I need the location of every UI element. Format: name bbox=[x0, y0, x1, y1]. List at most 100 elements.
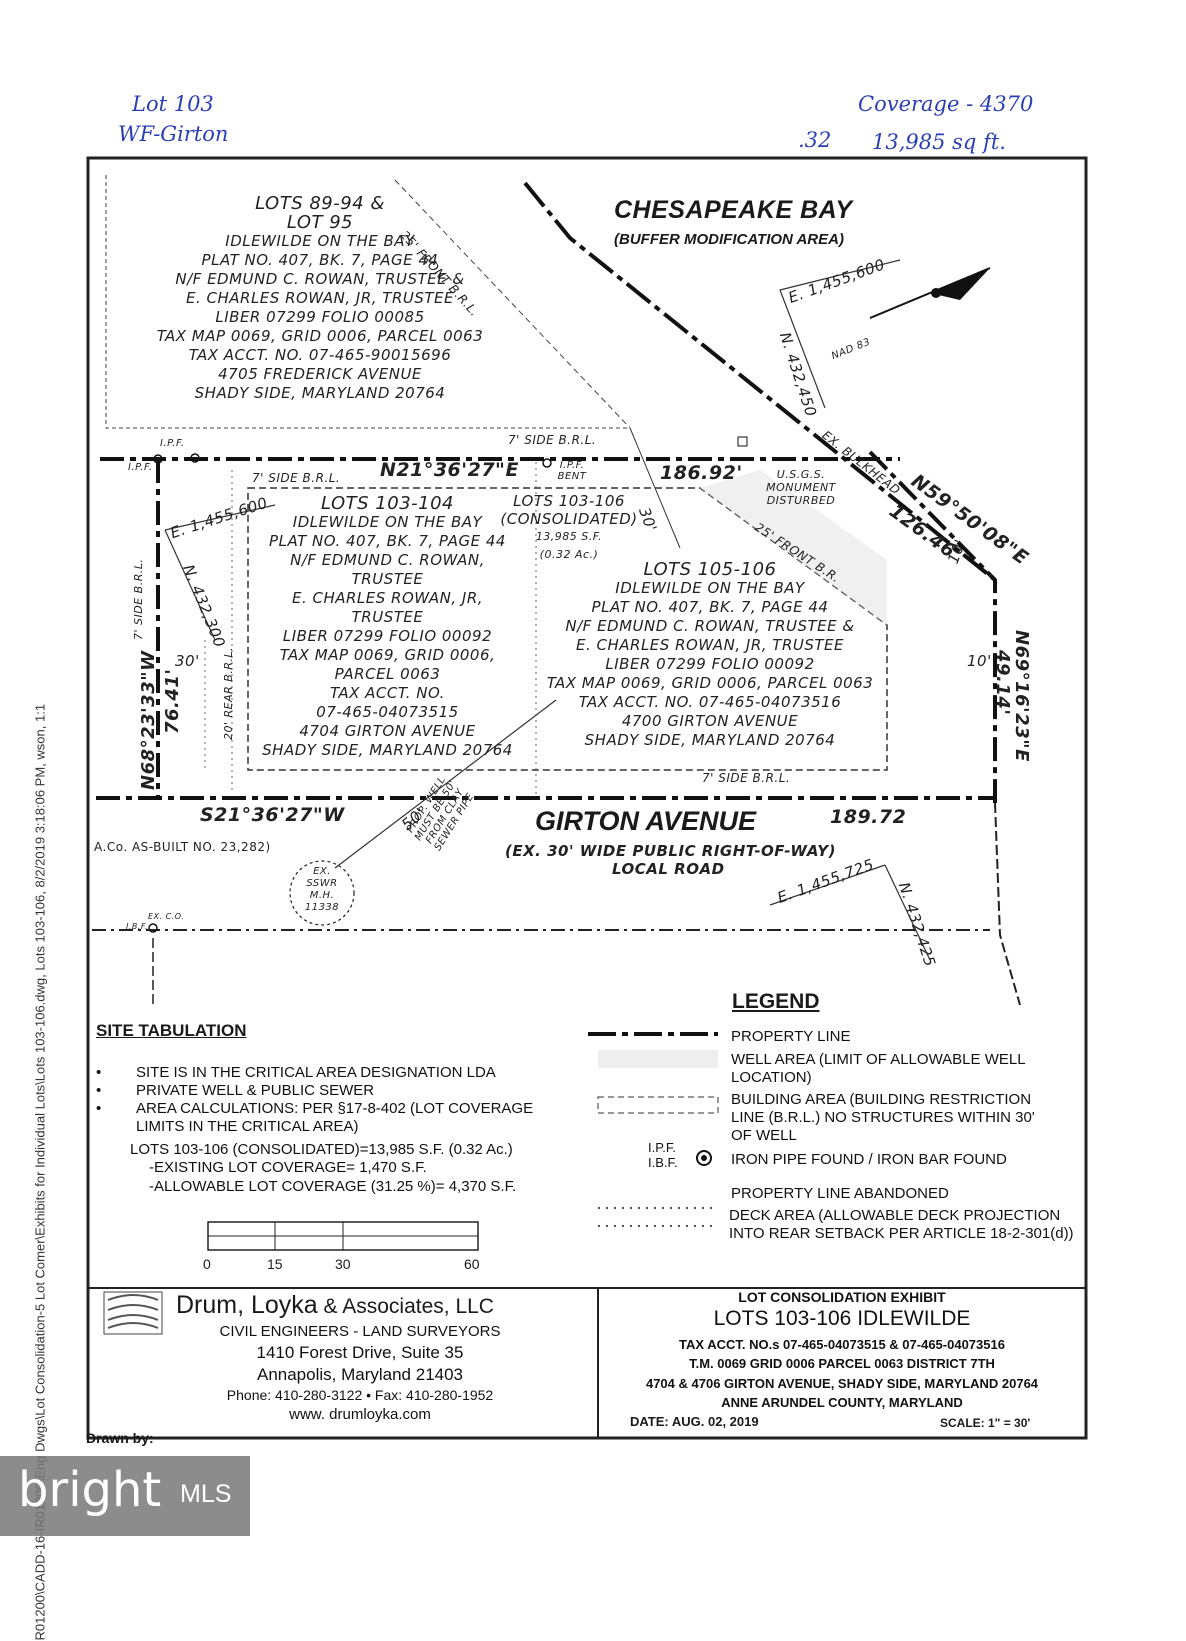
bay-title: CHESAPEAKE BAY bbox=[614, 196, 853, 224]
firm-address-2: Annapolis, Maryland 21403 bbox=[256, 1365, 464, 1384]
firm-name: Drum, Loyka & Associates, LLC bbox=[176, 1291, 494, 1319]
legend-title: LEGEND bbox=[732, 990, 820, 1013]
legend-ipf-symbol bbox=[696, 1150, 712, 1166]
usgs-marker bbox=[737, 436, 748, 447]
well-radius-line bbox=[334, 699, 557, 869]
legend-ipf-ibf-label: I.P.F. I.B.F. bbox=[648, 1140, 678, 1170]
dim-30-leader bbox=[629, 427, 681, 549]
bright-mls-watermark: bright MLS bbox=[0, 1456, 250, 1536]
ipf-label-1: I.P.F. bbox=[160, 438, 185, 449]
lots-89-95-label: LOTS 89-94 & LOT 95 IDLEWILDE ON THE BAY… bbox=[156, 193, 484, 402]
drawn-by-label: Drawn by: bbox=[86, 1430, 154, 1446]
watermark-bright: bright bbox=[18, 1462, 162, 1518]
lots-103-104-label: LOTS 103-104 IDLEWILDE ON THE BAY PLAT N… bbox=[262, 493, 513, 759]
watermark-mls: MLS bbox=[180, 1480, 232, 1508]
ipf-marker-1 bbox=[153, 454, 163, 464]
title-block-tax-acct: TAX ACCT. NO.s 07-465-04073515 & 07-465-… bbox=[679, 1337, 1005, 1352]
girton-avenue-road-type: LOCAL ROAD bbox=[612, 860, 725, 878]
firm-website: www. drumloyka.com bbox=[289, 1406, 431, 1423]
handwritten-area-note: 13,985 sq ft. bbox=[872, 130, 1006, 154]
south-bearing: S21°36'27"W bbox=[200, 804, 345, 826]
firm-address-1: 1410 Forest Drive, Suite 35 bbox=[256, 1343, 464, 1362]
lots-89-95-boundary bbox=[105, 175, 630, 429]
girton-avenue-title: GIRTON AVENUE bbox=[535, 806, 757, 836]
bulkhead-line bbox=[523, 181, 997, 582]
handwritten-lot-note: Lot 103 bbox=[132, 92, 214, 116]
sswr-label: EX. SSWR M.H. 11338 bbox=[304, 866, 340, 913]
side-brl-lot-label: 7' SIDE B.R.L. bbox=[252, 471, 341, 485]
dim-30-left: 30' bbox=[175, 652, 200, 670]
handwritten-girton-note: WF-Girton bbox=[118, 122, 229, 146]
firm-phone: Phone: 410-280-3122 • Fax: 410-280-1952 bbox=[226, 1387, 494, 1403]
scale-label-15: 15 bbox=[267, 1256, 283, 1272]
ipf-label-2: I.P.F. bbox=[128, 462, 153, 473]
title-block-map: T.M. 0069 GRID 0006 PARCEL 0063 DISTRICT… bbox=[689, 1356, 995, 1371]
west-distance: 76.41' bbox=[162, 668, 183, 734]
grid-e-top-line bbox=[779, 259, 901, 291]
ipf-marker-2 bbox=[190, 453, 200, 463]
dim-10-b: 10' bbox=[967, 652, 992, 670]
legend-ipf-dot bbox=[701, 1155, 707, 1161]
plat-drawing bbox=[86, 156, 1088, 1440]
sheet-border bbox=[86, 156, 1088, 1440]
road-east-edge bbox=[994, 802, 1021, 1006]
legend-property-line: PROPERTY LINE bbox=[731, 1028, 851, 1045]
east-distance: 49.14' bbox=[992, 650, 1013, 716]
east-bearing: N69°16'23"E bbox=[1011, 630, 1032, 762]
site-tabulation-bullets: •SITE IS IN THE CRITICAL AREA DESIGNATIO… bbox=[96, 1064, 534, 1135]
grid-n-left-line bbox=[164, 529, 216, 641]
ipf-bent-label: I.P.F. BENT bbox=[557, 460, 587, 482]
west-bearing: N68°23'33"W bbox=[138, 650, 159, 790]
grid-e-bottom-line bbox=[769, 864, 886, 906]
usgs-monument-label: U.S.G.S. MONUMENT DISTURBED bbox=[766, 468, 836, 507]
rear-brl-label: 20' REAR B.R.L. bbox=[222, 646, 235, 740]
grid-e-left-line bbox=[164, 504, 276, 531]
legend-building-area-symbol bbox=[597, 1096, 719, 1114]
north-bearing: N21°36'27"E bbox=[380, 459, 519, 481]
north-arrow-dot bbox=[931, 288, 941, 298]
south-distance: 189.72 bbox=[830, 806, 907, 828]
legend-building-area: BUILDING AREA (BUILDING RESTRICTION LINE… bbox=[731, 1091, 1035, 1144]
legend-iron-pipe: IRON PIPE FOUND / IRON BAR FOUND bbox=[731, 1151, 1007, 1168]
ibf-label: I.B.F. bbox=[126, 922, 149, 931]
east-property-line bbox=[868, 450, 997, 803]
handwritten-acre-note: .32 bbox=[798, 128, 832, 152]
title-block-title: LOTS 103-106 IDLEWILDE bbox=[713, 1307, 971, 1330]
handwritten-coverage-note: Coverage - 4370 bbox=[858, 92, 1034, 116]
grid-n-bottom-line bbox=[884, 864, 931, 961]
title-block-head: LOT CONSOLIDATION EXHIBIT bbox=[738, 1289, 946, 1305]
side-brl-top-label: 7' SIDE B.R.L. bbox=[508, 433, 597, 447]
scale-label-30: 30 bbox=[335, 1256, 351, 1272]
ex-co-label: EX. C.O. bbox=[148, 912, 185, 921]
title-block-date: DATE: AUG. 02, 2019 bbox=[630, 1414, 759, 1429]
building-area-outline bbox=[247, 487, 888, 771]
title-block-county: ANNE ARUNDEL COUNTY, MARYLAND bbox=[721, 1395, 963, 1410]
north-arrow-head bbox=[930, 268, 990, 300]
scale-label-60: 60 bbox=[464, 1256, 480, 1272]
ibf-marker bbox=[148, 923, 158, 933]
grid-n-top-line bbox=[779, 289, 826, 409]
consolidated-label: LOTS 103-106 (CONSOLIDATED) 13,985 S.F. … bbox=[500, 492, 638, 561]
site-calc-existing: -EXISTING LOT COVERAGE= 1,470 S.F. bbox=[149, 1159, 427, 1176]
as-built-note: A.Co. AS-BUILT NO. 23,282) bbox=[94, 840, 271, 854]
well-area-hatch bbox=[700, 470, 887, 625]
bay-subtitle: (BUFFER MODIFICATION AREA) bbox=[614, 231, 844, 248]
site-calc-allowable: -ALLOWABLE LOT COVERAGE (31.25 %)= 4,370… bbox=[149, 1178, 517, 1195]
legend-deck-area: DECK AREA (ALLOWABLE DECK PROJECTION INT… bbox=[729, 1207, 1074, 1242]
girton-avenue-subtitle: (EX. 30' WIDE PUBLIC RIGHT-OF-WAY) bbox=[505, 842, 836, 860]
scale-label-0: 0 bbox=[203, 1256, 211, 1272]
firm-subtitle: CIVIL ENGINEERS - LAND SURVEYORS bbox=[219, 1323, 501, 1340]
site-tabulation-title: SITE TABULATION bbox=[96, 1021, 247, 1040]
legend-well-area: WELL AREA (LIMIT OF ALLOWABLE WELL LOCAT… bbox=[731, 1051, 1025, 1086]
lots-105-106-label: LOTS 105-106 IDLEWILDE ON THE BAY PLAT N… bbox=[546, 559, 874, 749]
sswr-manhole bbox=[289, 860, 355, 926]
title-block-address: 4704 & 4706 GIRTON AVENUE, SHADY SIDE, M… bbox=[645, 1376, 1039, 1391]
ipf-bent-marker bbox=[542, 458, 552, 468]
title-block-scale: SCALE: 1" = 30' bbox=[940, 1416, 1031, 1430]
north-distance: 186.92' bbox=[660, 462, 743, 484]
site-calc-lots: LOTS 103-106 (CONSOLIDATED)=13,985 S.F. … bbox=[130, 1141, 513, 1158]
legend-well-area-symbol bbox=[598, 1050, 718, 1068]
firm-logo bbox=[103, 1291, 163, 1335]
side-brl-bottom-label: 7' SIDE B.R.L. bbox=[702, 771, 791, 785]
side-brl-left-label: 7' SIDE B.R.L. bbox=[132, 558, 145, 640]
